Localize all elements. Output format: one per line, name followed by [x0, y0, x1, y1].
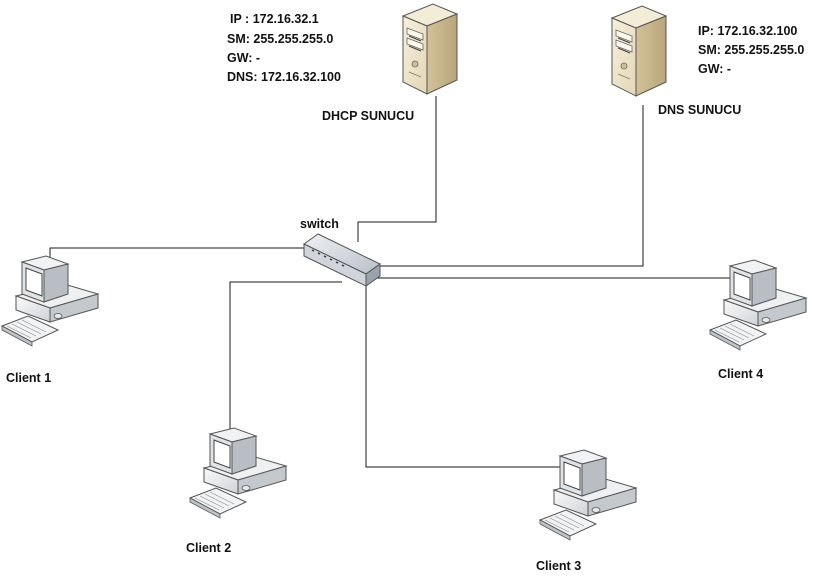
dhcp-subnet-mask: SM: 255.255.255.0	[227, 32, 333, 46]
connections	[49, 96, 769, 468]
dhcp-server-info: IP : 172.16.32.1 SM: 255.255.255.0 GW: -…	[227, 12, 341, 84]
server-icon	[402, 3, 458, 95]
dhcp-server[interactable]: DHCP SUNUCU	[322, 3, 458, 123]
client-1-label: Client 1	[6, 371, 51, 385]
dns-server-info: IP: 172.16.32.100 SM: 255.255.255.0 GW: …	[698, 24, 804, 76]
client-2-label: Client 2	[186, 541, 231, 555]
dhcp-dns: DNS: 172.16.32.100	[227, 70, 341, 84]
dns-server[interactable]: DNS SUNUCU	[611, 5, 741, 117]
desktop-computer-icon	[1, 255, 99, 347]
desktop-computer-icon	[709, 259, 807, 351]
desktop-computer-icon	[539, 449, 637, 541]
dhcp-gateway: GW: -	[227, 51, 260, 65]
client-2[interactable]: Client 2	[186, 427, 287, 555]
client-4-label: Client 4	[718, 367, 763, 381]
switch[interactable]: switch	[300, 217, 381, 287]
switch-label: switch	[300, 217, 339, 231]
link-client1-switch	[49, 247, 308, 268]
client-3-label: Client 3	[536, 559, 581, 573]
client-1[interactable]: Client 1	[1, 255, 99, 385]
link-dhcp-switch	[357, 96, 437, 242]
link-dns-switch	[378, 105, 644, 267]
dhcp-ip: IP : 172.16.32.1	[230, 12, 319, 26]
switch-icon	[303, 233, 381, 287]
client-3[interactable]: Client 3	[536, 449, 637, 573]
link-client2-switch	[229, 281, 342, 440]
dns-gateway: GW: -	[698, 62, 731, 76]
desktop-computer-icon	[189, 427, 287, 519]
dns-server-label: DNS SUNUCU	[658, 103, 741, 117]
server-icon	[611, 5, 667, 97]
link-client4-switch	[374, 268, 769, 279]
dns-subnet-mask: SM: 255.255.255.0	[698, 43, 804, 57]
client-4[interactable]: Client 4	[709, 259, 807, 381]
link-client3-switch	[365, 282, 580, 468]
dhcp-server-label: DHCP SUNUCU	[322, 109, 414, 123]
dns-ip: IP: 172.16.32.100	[698, 24, 797, 38]
